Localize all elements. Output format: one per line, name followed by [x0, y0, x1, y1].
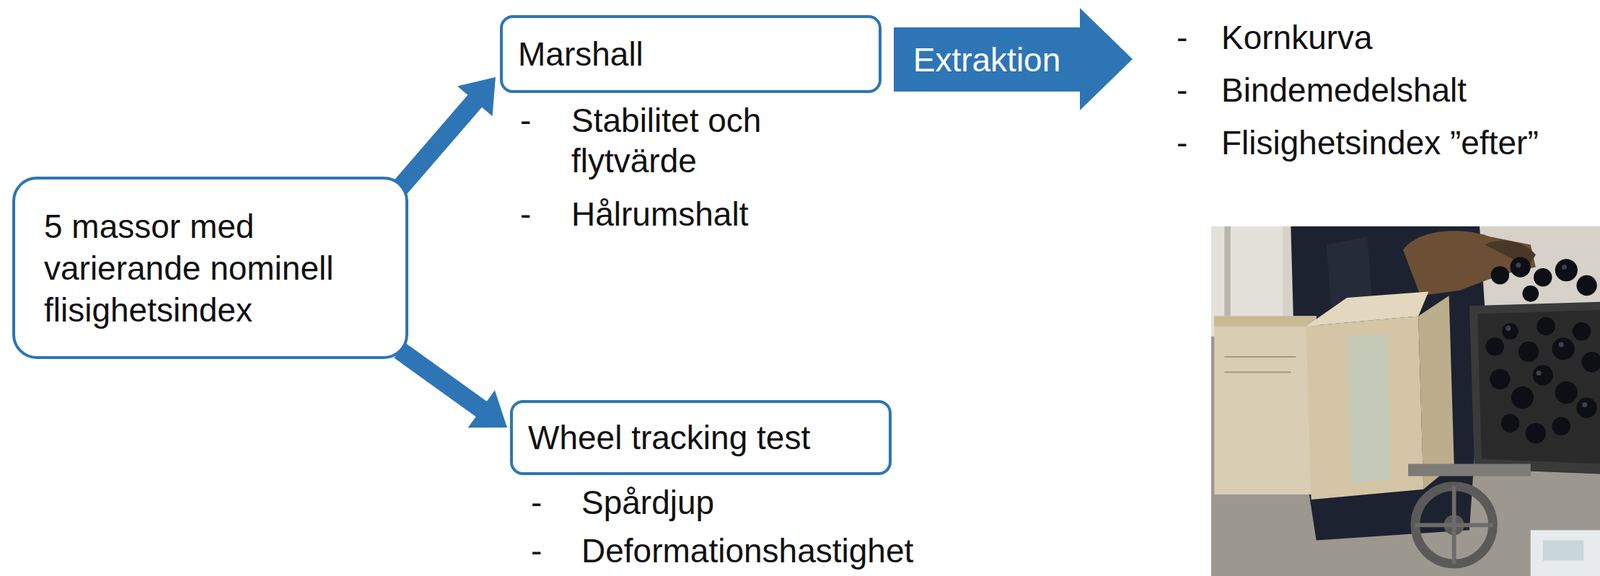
bullet-dash: - — [1176, 69, 1188, 111]
bullet-text: Deformationshastighet — [581, 530, 914, 572]
bullet-text: Flisighetsindex ”efter” — [1221, 122, 1539, 164]
block-arrow: Extraktion — [893, 7, 1133, 111]
box-title: Marshall — [517, 33, 644, 76]
bullet-dash: - — [530, 530, 542, 572]
bullet-dash: - — [1176, 17, 1188, 58]
flow-arrow — [392, 77, 496, 195]
bullet-text: Bindemedelshalt — [1221, 69, 1467, 111]
arrow-fill — [893, 7, 1133, 111]
input-box: 5 massor med varierande nominell flisigh… — [12, 176, 409, 360]
arrow-label: Extraktion — [913, 38, 1062, 81]
bullet-dash: - — [530, 482, 542, 523]
lab-photo — [1211, 226, 1600, 576]
bullet-text: Hålrumshalt — [571, 194, 749, 235]
flow-arrow — [393, 342, 508, 428]
bullet-text: Spårdjup — [581, 482, 715, 523]
bullet-text: Kornkurva — [1221, 17, 1373, 58]
arrow-text-area: Extraktion — [893, 27, 1080, 92]
test-box: Wheel tracking test — [510, 400, 892, 476]
box-title: Wheel tracking test — [528, 416, 811, 459]
bullet-dash: - — [1176, 122, 1188, 164]
box-title: 5 massor med varierande nominell flisigh… — [44, 205, 383, 332]
bullet-dash: - — [520, 194, 531, 235]
bullet-text: Stabilitet och flytvärde — [571, 100, 832, 182]
bullet-dash: - — [520, 100, 531, 141]
test-box: Marshall — [499, 15, 882, 94]
